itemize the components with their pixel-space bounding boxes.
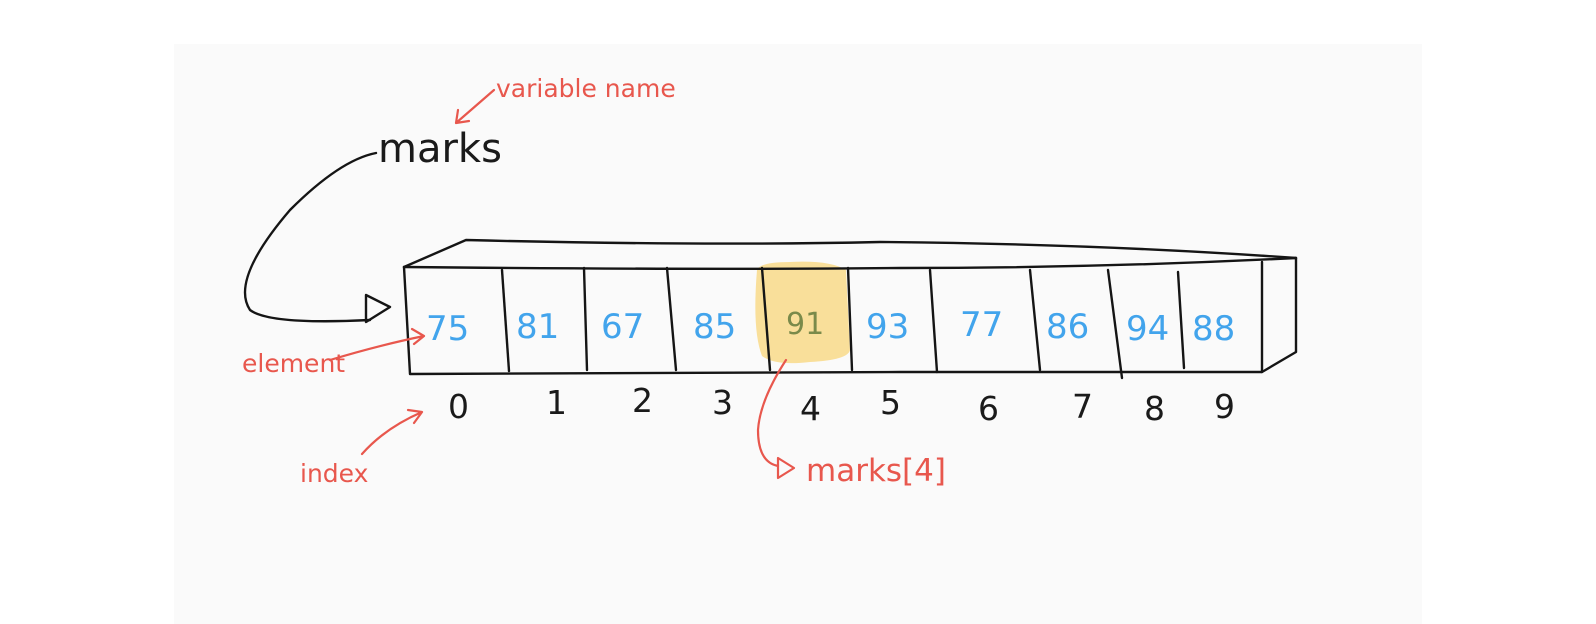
reference-arrowhead: [776, 456, 796, 480]
element-value-3: 85: [693, 307, 736, 347]
variable-name: marks: [378, 126, 502, 172]
index-number-9: 9: [1214, 387, 1235, 426]
variable-pointer-arrow: [243, 151, 378, 323]
element-value-1: 81: [516, 307, 559, 347]
array-box-top-front-edge: [402, 256, 1298, 270]
label-variable-name-arrow: [454, 88, 496, 125]
element-value-7: 86: [1046, 307, 1089, 347]
index-number-2: 2: [632, 381, 653, 420]
label-element: element: [242, 349, 345, 378]
array-box-front: [402, 260, 1264, 376]
label-index-arrow: [360, 408, 424, 456]
index-number-0: 0: [448, 387, 469, 426]
element-value-0: 75: [426, 309, 469, 349]
array-box-side: [1260, 256, 1298, 374]
index-number-3: 3: [712, 383, 733, 422]
element-value-2: 67: [601, 307, 644, 347]
label-variable-name: variable name: [496, 74, 676, 103]
index-numbers: 0 1 2 3 4 5 6 7 8 9: [448, 381, 1235, 428]
highlight-cell-4: [755, 261, 850, 364]
element-value-6: 77: [960, 305, 1003, 345]
index-number-4: 4: [800, 389, 821, 428]
index-number-7: 7: [1072, 387, 1093, 426]
element-value-5: 93: [866, 307, 909, 347]
index-number-1: 1: [546, 383, 567, 422]
index-number-5: 5: [880, 383, 901, 422]
element-value-8: 94: [1126, 309, 1169, 349]
cell-dividers: [500, 266, 1186, 380]
label-element-arrow: [328, 327, 426, 362]
reference-label: marks[4]: [806, 453, 946, 489]
element-value-9: 88: [1192, 309, 1235, 349]
element-value-4: 91: [786, 307, 824, 342]
reference-arrow: [756, 358, 788, 468]
array-box-top: [402, 238, 1298, 269]
index-number-6: 6: [978, 389, 999, 428]
label-index: index: [300, 459, 368, 488]
index-number-8: 8: [1144, 389, 1165, 428]
variable-pointer-arrowhead: [364, 293, 392, 324]
element-values: 75 81 67 85 91 93 77 86 94 88: [426, 305, 1235, 349]
